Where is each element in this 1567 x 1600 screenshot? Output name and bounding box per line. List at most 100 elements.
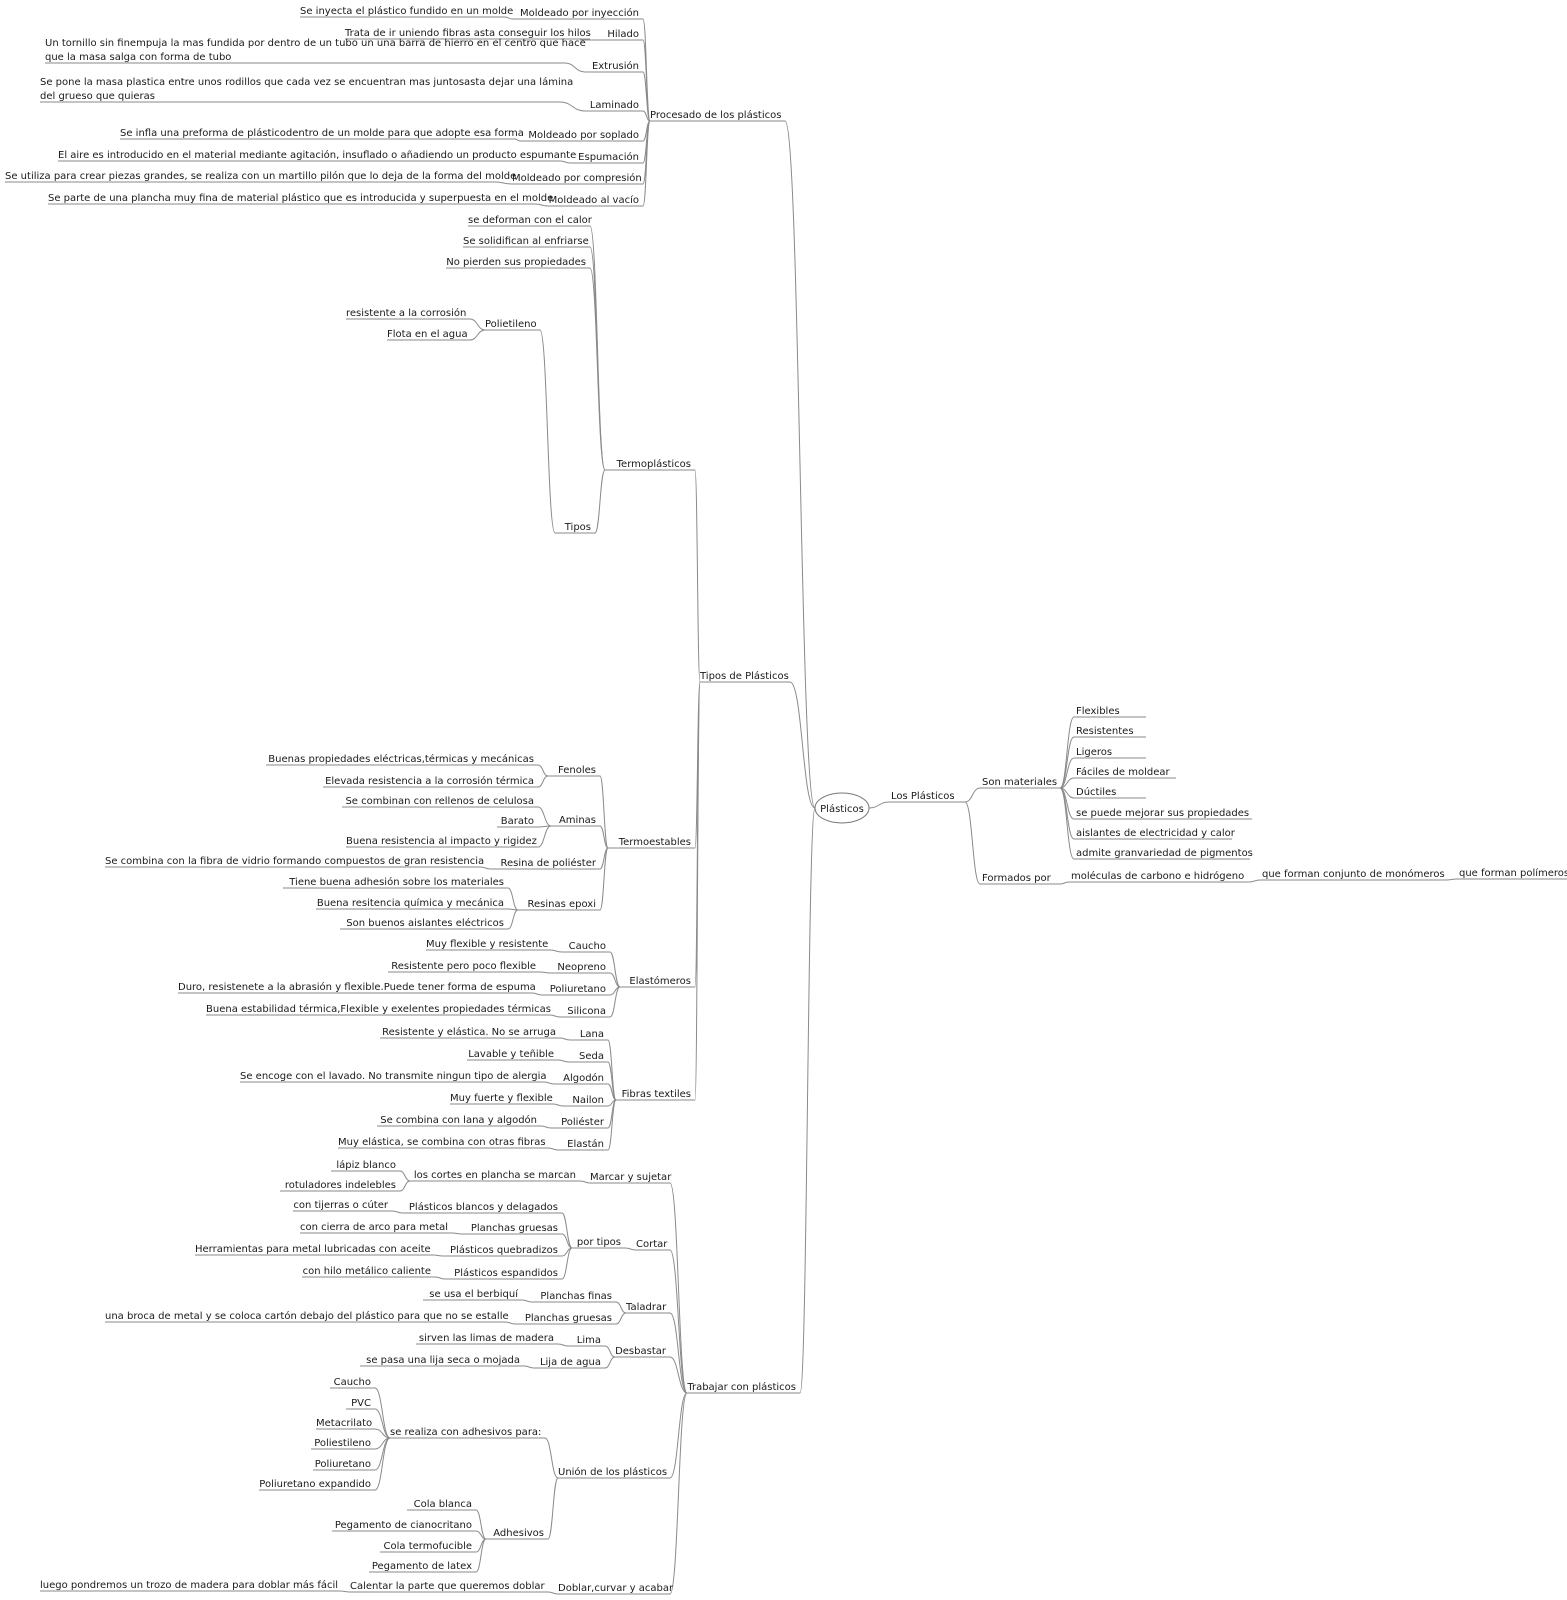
- mindmap-node[interactable]: Hilado: [580, 29, 643, 41]
- mindmap-node[interactable]: Extrusión: [585, 60, 643, 73]
- mindmap-node[interactable]: los cortes en plancha se marcan: [410, 1170, 580, 1182]
- mindmap-node[interactable]: Metacrilato: [316, 1418, 375, 1430]
- mindmap-node[interactable]: Nailon: [563, 1095, 608, 1107]
- mindmap-node[interactable]: Cola blanca: [407, 1499, 476, 1511]
- mindmap-node[interactable]: sirven las limas de madera: [416, 1333, 558, 1345]
- mindmap-node[interactable]: Pegamento de cianocritano: [332, 1520, 476, 1532]
- mindmap-node[interactable]: Un tornillo sin finempuja la mas fundida…: [45, 38, 586, 64]
- mindmap-node[interactable]: se deforman con el calor: [468, 215, 593, 227]
- mindmap-node[interactable]: Poliestileno: [311, 1438, 375, 1450]
- mindmap-node[interactable]: Lana: [570, 1029, 608, 1041]
- mindmap-node[interactable]: Se parte de una plancha muy fina de mate…: [48, 192, 553, 205]
- mindmap-node[interactable]: Buena resistencia al impacto y rigidez: [346, 836, 538, 848]
- mindmap-node[interactable]: con tijerras o cúter: [293, 1199, 392, 1212]
- mindmap-node[interactable]: Pegamento de latex: [369, 1561, 476, 1573]
- mindmap-node[interactable]: Unión de los plásticos: [558, 1466, 670, 1479]
- mindmap-node[interactable]: Son materiales: [980, 777, 1060, 789]
- mindmap-node[interactable]: Aminas: [551, 815, 600, 827]
- mindmap-node[interactable]: con hilo metálico caliente: [302, 1265, 435, 1278]
- mindmap-node[interactable]: rotuladores indelebles: [280, 1180, 400, 1192]
- mindmap-node[interactable]: Planchas gruesas: [462, 1223, 562, 1235]
- mindmap-node[interactable]: PVC: [346, 1398, 375, 1410]
- mindmap-node[interactable]: Polietileno: [485, 319, 540, 331]
- mindmap-node[interactable]: Doblar,curvar y acabar: [558, 1583, 674, 1595]
- mindmap-node[interactable]: Taladrar: [625, 1302, 670, 1314]
- mindmap-node[interactable]: Fibras textiles: [616, 1089, 695, 1101]
- mindmap-node[interactable]: Cola termofucible: [380, 1541, 476, 1553]
- mindmap-node[interactable]: Algodón: [554, 1072, 608, 1085]
- mindmap-node[interactable]: Se inyecta el plástico fundido en un mol…: [300, 5, 513, 18]
- mindmap-node[interactable]: Se encoge con el lavado. No transmite ni…: [240, 1071, 547, 1083]
- mindmap-node[interactable]: Cortar: [636, 1239, 670, 1251]
- mindmap-node[interactable]: Plásticos blancos y delagados: [403, 1201, 562, 1214]
- mindmap-node[interactable]: una broca de metal y se coloca cartón de…: [105, 1310, 509, 1323]
- mindmap-node[interactable]: Se pone la masa plastica entre unos rodi…: [40, 76, 573, 103]
- mindmap-node[interactable]: aislantes de electricidad y calor: [1074, 828, 1236, 840]
- mindmap-node[interactable]: El aire es introducido en el material me…: [58, 149, 576, 162]
- mindmap-node[interactable]: admite granvariedad de pigmentos: [1074, 848, 1253, 860]
- mindmap-node[interactable]: Elastán: [558, 1138, 608, 1151]
- mindmap-node[interactable]: Trata de ir uniendo fibras asta consegui…: [344, 28, 591, 40]
- mindmap-node[interactable]: Seda: [569, 1051, 608, 1063]
- mindmap-node[interactable]: por tipos: [572, 1237, 625, 1249]
- mindmap-node[interactable]: Elastómeros: [620, 975, 695, 988]
- mindmap-node[interactable]: Ligeros: [1074, 747, 1146, 759]
- mindmap-node[interactable]: Herramientas para metal lubricadas con a…: [195, 1244, 433, 1256]
- mindmap-node[interactable]: Procesado de los plásticos: [650, 109, 785, 122]
- mindmap-node[interactable]: Buena estabilidad térmica,Flexible y exe…: [206, 1003, 551, 1016]
- mindmap-node[interactable]: Termoestables: [608, 837, 695, 849]
- mindmap-node[interactable]: Muy elástica, se combina con otras fibra…: [338, 1136, 548, 1149]
- mindmap-node[interactable]: resistente a la corrosión: [346, 307, 470, 320]
- root-node[interactable]: Plásticos: [814, 792, 870, 824]
- mindmap-node[interactable]: Fáciles de moldear: [1074, 766, 1176, 779]
- mindmap-node[interactable]: Resistente pero poco flexible: [388, 961, 540, 973]
- mindmap-node[interactable]: Se infla una preforma de plásticodentro …: [120, 127, 524, 140]
- mindmap-node[interactable]: que forman polímeros: [1457, 867, 1567, 880]
- mindmap-node[interactable]: Poliuretano expandido: [259, 1479, 375, 1491]
- mindmap-node[interactable]: Se solidifican al enfriarse: [463, 236, 590, 248]
- mindmap-node[interactable]: Se combina con la fibra de vidrio forman…: [105, 856, 484, 868]
- mindmap-node[interactable]: Muy fuerte y flexible: [450, 1093, 553, 1105]
- mindmap-node[interactable]: se puede mejorar sus propiedades: [1074, 808, 1252, 820]
- mindmap-node[interactable]: Caucho: [562, 941, 610, 953]
- mindmap-node[interactable]: Desbastar: [615, 1346, 670, 1358]
- mindmap-node[interactable]: Planchas finas: [532, 1291, 616, 1303]
- mindmap-node[interactable]: Poliuretano: [313, 1459, 375, 1471]
- mindmap-node[interactable]: moléculas de carbono e hidrógeno: [1069, 870, 1249, 883]
- mindmap-node[interactable]: Espumación: [570, 151, 643, 164]
- mindmap-node[interactable]: Tipos: [555, 522, 595, 534]
- mindmap-node[interactable]: Silicona: [560, 1006, 610, 1018]
- mindmap-node[interactable]: Buenas propiedades eléctricas,térmicas y…: [266, 753, 538, 766]
- mindmap-node[interactable]: Resistentes: [1074, 726, 1146, 738]
- mindmap-node[interactable]: Trabajar con plásticos: [686, 1381, 800, 1394]
- mindmap-node[interactable]: luego pondremos un trozo de madera para …: [40, 1579, 340, 1592]
- mindmap-node[interactable]: Son buenos aislantes eléctricos: [340, 917, 508, 930]
- mindmap-node[interactable]: Plásticos espandidos: [445, 1267, 562, 1280]
- mindmap-node[interactable]: Termoplásticos: [605, 458, 695, 471]
- mindmap-node[interactable]: Duro, resistenete a la abrasión y flexib…: [178, 981, 536, 994]
- mindmap-node[interactable]: Poliuretano: [542, 984, 610, 996]
- mindmap-node[interactable]: Lima: [568, 1335, 605, 1347]
- mindmap-node[interactable]: Tiene buena adhesión sobre los materiale…: [283, 876, 508, 889]
- mindmap-node[interactable]: Formados por: [980, 873, 1060, 885]
- mindmap-node[interactable]: se realiza con adhesivos para:: [390, 1427, 545, 1439]
- mindmap-node[interactable]: Tipos de Plásticos: [699, 670, 790, 683]
- mindmap-node[interactable]: Moldeado por inyección: [512, 7, 643, 20]
- mindmap-node[interactable]: Los Plásticos: [889, 790, 965, 803]
- mindmap-node[interactable]: se pasa una lija seca o mojada: [360, 1355, 524, 1367]
- mindmap-node[interactable]: Elevada resistencia a la corrosión térmi…: [323, 775, 538, 788]
- mindmap-node[interactable]: Se utiliza para crear piezas grandes, se…: [5, 170, 516, 183]
- mindmap-node[interactable]: Marcar y sujetar: [590, 1172, 672, 1184]
- mindmap-node[interactable]: Laminado: [585, 100, 643, 112]
- mindmap-node[interactable]: Moldeado al vacío: [548, 194, 643, 207]
- mindmap-node[interactable]: Caucho: [330, 1377, 375, 1389]
- mindmap-node[interactable]: Buena resitencia química y mecánica: [316, 897, 508, 910]
- mindmap-node[interactable]: Resistente y elástica. No se arruga: [380, 1026, 560, 1039]
- mindmap-node[interactable]: Flexibles: [1074, 706, 1146, 718]
- mindmap-node[interactable]: Poliéster: [551, 1116, 608, 1129]
- mindmap-node[interactable]: Lija de agua: [534, 1357, 605, 1369]
- mindmap-node[interactable]: Se combinan con rellenos de celulosa: [342, 796, 538, 808]
- mindmap-node[interactable]: Se combina con lana y algodón: [377, 1114, 541, 1127]
- mindmap-node[interactable]: Barato: [497, 816, 538, 828]
- mindmap-node[interactable]: No pierden sus propiedades: [446, 257, 590, 269]
